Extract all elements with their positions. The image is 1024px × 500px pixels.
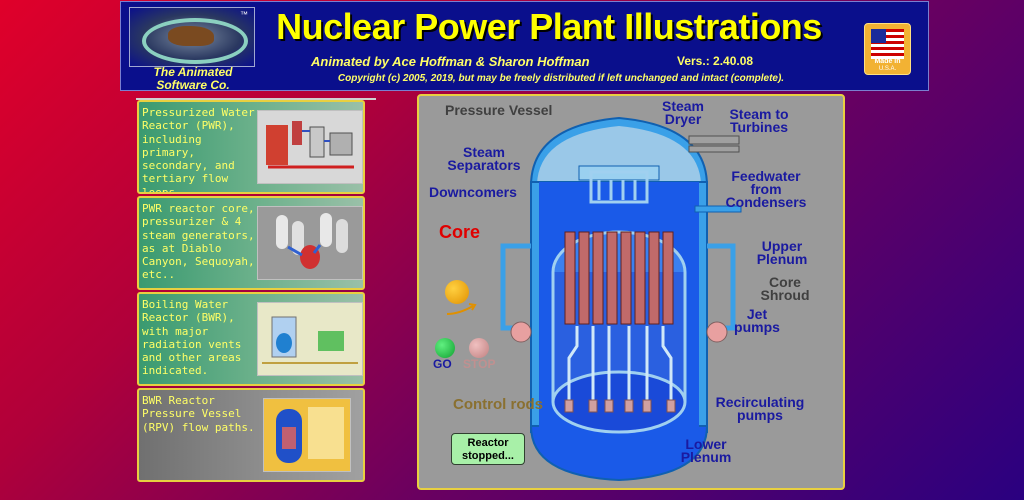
panel-bwr-text: Boiling Water Reactor (BWR), with major … xyxy=(142,298,242,378)
label-upper-plenum: Upper Plenum xyxy=(756,238,808,267)
label-steam-dryer: Steam Dryer xyxy=(661,98,705,127)
bwr-thumbnail xyxy=(257,302,363,376)
trademark-icon: ™ xyxy=(240,10,248,19)
reactor-status-button[interactable]: Reactor stopped... xyxy=(451,433,525,465)
go-button[interactable] xyxy=(435,338,455,358)
label-downcomers: Downcomers xyxy=(429,184,517,200)
badge-line2: U.S.A. xyxy=(878,66,897,72)
label-core-shroud: Core Shroud xyxy=(760,274,810,303)
pwr-thumbnail xyxy=(257,110,363,184)
left-jet-pump-icon xyxy=(510,321,532,343)
header-banner: ™ The Animated Software Co. Nuclear Powe… xyxy=(120,1,929,92)
label-steam-to-turbines: Steam to Turbines xyxy=(729,106,789,135)
logo-ring-icon xyxy=(142,18,248,64)
panel-bwr-rpv[interactable]: BWR Reactor Pressure Vessel (RPV) flow p… xyxy=(137,388,365,482)
pwr-core-thumbnail xyxy=(257,206,363,280)
arrow-icon xyxy=(446,303,477,315)
made-in-usa-badge[interactable]: Made in U.S.A. xyxy=(864,23,911,75)
copyright-line: Copyright (c) 2005, 2019, but may be fre… xyxy=(337,73,785,84)
steam-outlet-pipe xyxy=(688,135,740,145)
label-lower-plenum: Lower Plenum xyxy=(680,436,732,465)
rpv-illustration xyxy=(500,116,742,482)
page-title: Nuclear Power Plant Illustrations xyxy=(276,6,822,47)
label-steam-separators: Steam Separators xyxy=(447,144,521,173)
panel-pwr[interactable]: Pressurized Water Reactor (PWR), includi… xyxy=(137,100,365,194)
flag-canton xyxy=(871,29,886,43)
start-animation-ball-icon[interactable] xyxy=(445,280,469,304)
panel-bwr-rpv-text: BWR Reactor Pressure Vessel (RPV) flow p… xyxy=(142,394,255,434)
divider xyxy=(136,98,376,100)
logo-dog-icon xyxy=(168,26,214,46)
company-name: The Animated Software Co. xyxy=(153,65,233,92)
version-label: Vers.: 2.40.08 xyxy=(677,54,754,68)
right-jet-pump-icon xyxy=(706,321,728,343)
panel-pwr-text: Pressurized Water Reactor (PWR), includi… xyxy=(142,106,255,194)
label-jet-pumps: Jet pumps xyxy=(734,306,780,335)
feedwater-pipe xyxy=(694,205,742,213)
panel-bwr[interactable]: Boiling Water Reactor (BWR), with major … xyxy=(137,292,365,386)
left-recirc-loop xyxy=(500,243,531,331)
go-label: GO xyxy=(433,357,452,371)
label-pressure-vessel: Pressure Vessel xyxy=(445,102,553,118)
bwr-rpv-thumbnail xyxy=(263,398,351,472)
label-control-rods: Control rods xyxy=(453,396,543,413)
label-recirculating-pumps: Recirculating pumps xyxy=(715,394,805,423)
label-feedwater: Feedwater from Condensers xyxy=(725,168,807,210)
stop-button[interactable] xyxy=(469,338,489,358)
control-rods xyxy=(567,326,673,406)
label-core: Core xyxy=(439,222,481,242)
core-fuel-assemblies xyxy=(564,231,674,325)
badge-line1: Made in xyxy=(874,58,901,65)
company-logo[interactable]: ™ xyxy=(129,7,255,67)
panel-pwr-core-text: PWR reactor core, pressurizer & 4 steam … xyxy=(142,202,255,282)
bwr-rpv-diagram: Pressure Vessel Steam Dryer Steam to Tur… xyxy=(417,94,845,490)
stop-label: STOP xyxy=(463,357,496,371)
authors-line: Animated by Ace Hoffman & Sharon Hoffman xyxy=(311,54,590,69)
panel-pwr-core[interactable]: PWR reactor core, pressurizer & 4 steam … xyxy=(137,196,365,290)
